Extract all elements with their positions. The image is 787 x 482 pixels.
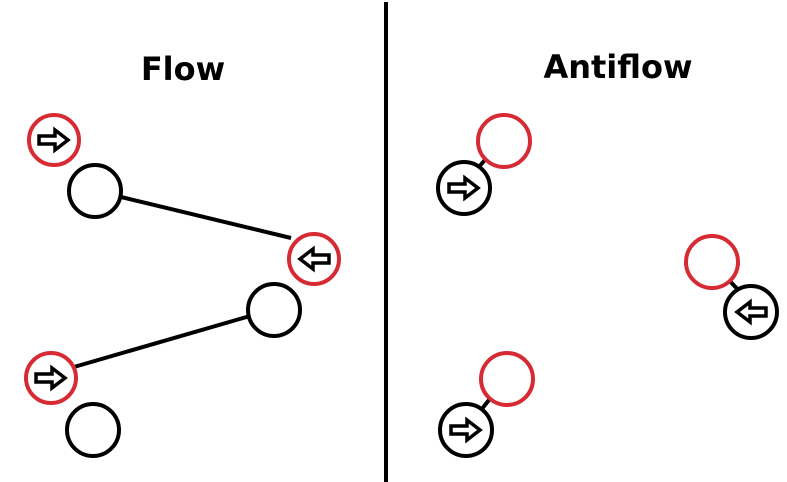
antiflow-red-node — [479, 351, 535, 407]
flow-title: Flow — [141, 50, 225, 88]
flow-connector — [120, 195, 292, 240]
flow-black-node — [67, 163, 123, 219]
antiflow-panel — [436, 113, 779, 458]
right-arrow-icon — [449, 416, 483, 444]
antiflow-title: Antiflow — [543, 48, 692, 86]
flow-black-node — [246, 282, 302, 338]
right-arrow-icon — [34, 364, 68, 392]
right-arrow-icon — [37, 126, 71, 154]
antiflow-red-node — [476, 113, 532, 169]
right-arrow-icon — [447, 174, 481, 202]
flow-connector — [73, 314, 251, 369]
flow-black-node — [65, 402, 121, 458]
left-arrow-icon — [297, 245, 331, 273]
antiflow-red-node — [684, 234, 740, 290]
left-arrow-icon — [734, 298, 768, 326]
flow-panel — [24, 113, 341, 458]
